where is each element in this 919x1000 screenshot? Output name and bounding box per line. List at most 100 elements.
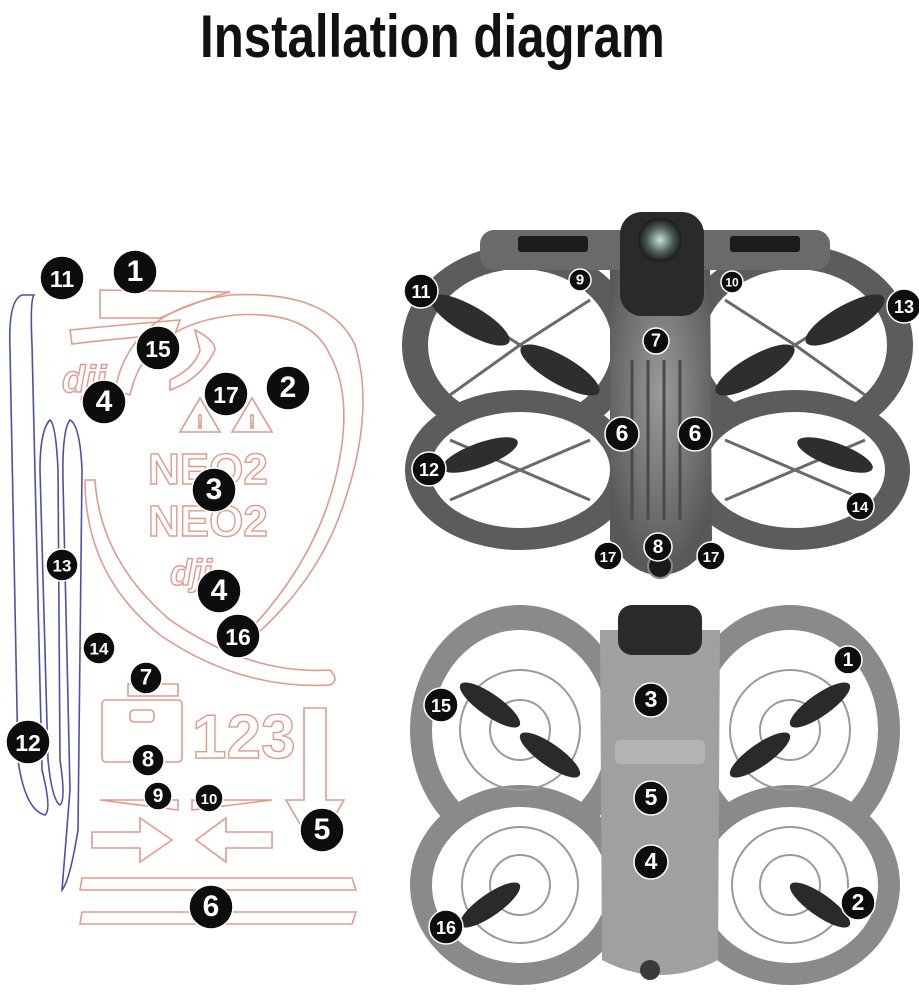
drone-top-badge-label: 7 <box>651 330 661 350</box>
drone-top-sensor-right <box>730 236 800 252</box>
drone-bottom-badge-15: 15 <box>423 687 459 723</box>
arrow-left <box>194 816 273 864</box>
drone-top-badge-label: 13 <box>894 297 914 317</box>
number-strip: 123 <box>192 703 295 772</box>
drone-bottom-view <box>410 605 900 985</box>
sticker-piece-8-slot <box>129 709 155 723</box>
drone-top-badge-label: 6 <box>616 420 629 446</box>
sticker-piece-9 <box>99 799 179 811</box>
drone-top-badge-label: 9 <box>576 272 584 289</box>
sticker-badge-13: 13 <box>45 548 79 582</box>
drone-top-badge-6: 6 <box>604 416 640 452</box>
sticker-badge-label: 16 <box>225 624 251 650</box>
sticker-badge-5: 5 <box>299 807 345 853</box>
drone-top-badge-11: 11 <box>403 273 439 309</box>
sticker-piece-14 <box>169 328 216 392</box>
drone-top-badge-label: 17 <box>600 549 617 566</box>
drone-bottom-badge-label: 15 <box>431 696 451 716</box>
sticker-strip-13 <box>60 418 83 893</box>
drone-top-badge-14: 14 <box>845 491 875 521</box>
sticker-arc-16 <box>84 479 336 687</box>
drone-top-badge-label: 10 <box>725 276 739 290</box>
drone-top-badge-label: 6 <box>689 420 702 446</box>
warning-triangle-left <box>178 396 222 433</box>
drone-bottom-badge-5: 5 <box>633 780 669 816</box>
drone-bottom-rear-button <box>640 960 660 980</box>
sticker-badge-2: 2 <box>265 365 311 411</box>
drone-top-badge-label: 11 <box>411 282 430 302</box>
drone-top-sensor-left <box>518 236 588 252</box>
drone-top-badge-7: 7 <box>642 327 670 355</box>
drone-bottom-battery-indicator <box>615 740 705 764</box>
sticker-badge-9: 9 <box>143 781 173 811</box>
camera-lens <box>638 218 682 262</box>
sticker-badge-label: 12 <box>15 730 41 756</box>
sticker-strip-11 <box>8 294 49 816</box>
sticker-badge-1: 1 <box>112 249 158 295</box>
warning-mark-left: ! <box>197 412 203 432</box>
drone-top-badge-label: 12 <box>419 460 439 480</box>
sticker-badge-label: 2 <box>280 371 297 404</box>
drone-top-badge-17: 17 <box>696 541 726 571</box>
sticker-piece-6a <box>79 877 358 891</box>
page-title: Installation diagram <box>200 3 665 70</box>
drone-bottom-gimbal <box>618 605 702 655</box>
sticker-badge-4: 4 <box>196 568 242 614</box>
drone-bottom-badge-label: 4 <box>645 848 658 874</box>
sticker-badge-label: 1 <box>127 255 144 288</box>
drone-top-badge-label: 8 <box>653 537 664 558</box>
drone-bottom-badge-3: 3 <box>633 682 669 718</box>
sticker-badge-label: 14 <box>90 640 109 659</box>
sticker-badge-label: 4 <box>96 385 113 418</box>
drone-top-badge-17: 17 <box>593 541 623 571</box>
drone-bottom-badge-4: 4 <box>633 844 669 880</box>
sticker-badge-10: 10 <box>194 783 224 813</box>
sticker-strip-12 <box>39 418 64 806</box>
drone-top-badge-6: 6 <box>677 416 713 452</box>
sticker-badge-15: 15 <box>135 325 181 371</box>
sticker-sheet: ! ! dji NEO2 NEO2 dji 123 <box>8 289 364 925</box>
drone-top-body <box>610 270 712 575</box>
sticker-badge-6: 6 <box>188 884 234 930</box>
sticker-badge-label: 4 <box>211 574 228 607</box>
sticker-piece-1 <box>99 289 231 319</box>
sticker-badge-label: 8 <box>142 747 154 772</box>
sticker-badge-label: 17 <box>213 382 239 408</box>
sticker-badge-label: 9 <box>153 786 164 807</box>
sticker-badge-17: 17 <box>203 371 249 417</box>
drone-bottom-badge-label: 1 <box>843 650 854 671</box>
sticker-badge-label: 13 <box>53 557 72 576</box>
sticker-badge-label: 3 <box>206 473 223 506</box>
sticker-badge-label: 15 <box>145 336 171 362</box>
sticker-badge-label: 11 <box>50 266 75 292</box>
sticker-badge-label: 5 <box>314 813 331 846</box>
drone-bottom-badge-label: 3 <box>645 686 658 712</box>
drone-bottom-badge-label: 2 <box>852 889 865 915</box>
sticker-badge-label: 7 <box>140 665 152 690</box>
sticker-badge-4: 4 <box>81 379 127 425</box>
arrow-right <box>91 816 174 864</box>
sticker-badge-8: 8 <box>131 743 165 777</box>
drone-top-badge-label: 14 <box>852 499 869 516</box>
sticker-badge-16: 16 <box>215 613 261 659</box>
drone-bottom-badge-2: 2 <box>840 885 876 921</box>
sticker-badge-3: 3 <box>191 467 237 513</box>
sticker-badge-14: 14 <box>82 631 116 665</box>
drone-top-badge-9: 9 <box>568 268 592 292</box>
drone-top-badge-13: 13 <box>886 288 919 324</box>
drone-top-view <box>402 212 913 579</box>
sticker-badge-12: 12 <box>5 719 51 765</box>
sticker-badge-label: 10 <box>201 791 218 808</box>
warning-mark-right: ! <box>249 412 255 432</box>
sticker-badge-label: 6 <box>203 890 220 923</box>
drone-top-badge-8: 8 <box>643 532 673 562</box>
drone-top-badge-label: 17 <box>703 549 720 566</box>
drone-top-badge-10: 10 <box>720 270 744 294</box>
drone-bottom-badge-label: 5 <box>645 784 658 810</box>
drone-bottom-badge-1: 1 <box>833 645 863 675</box>
sticker-piece-6b <box>79 911 358 925</box>
drone-top-badge-12: 12 <box>411 451 447 487</box>
sticker-badge-7: 7 <box>129 661 163 695</box>
